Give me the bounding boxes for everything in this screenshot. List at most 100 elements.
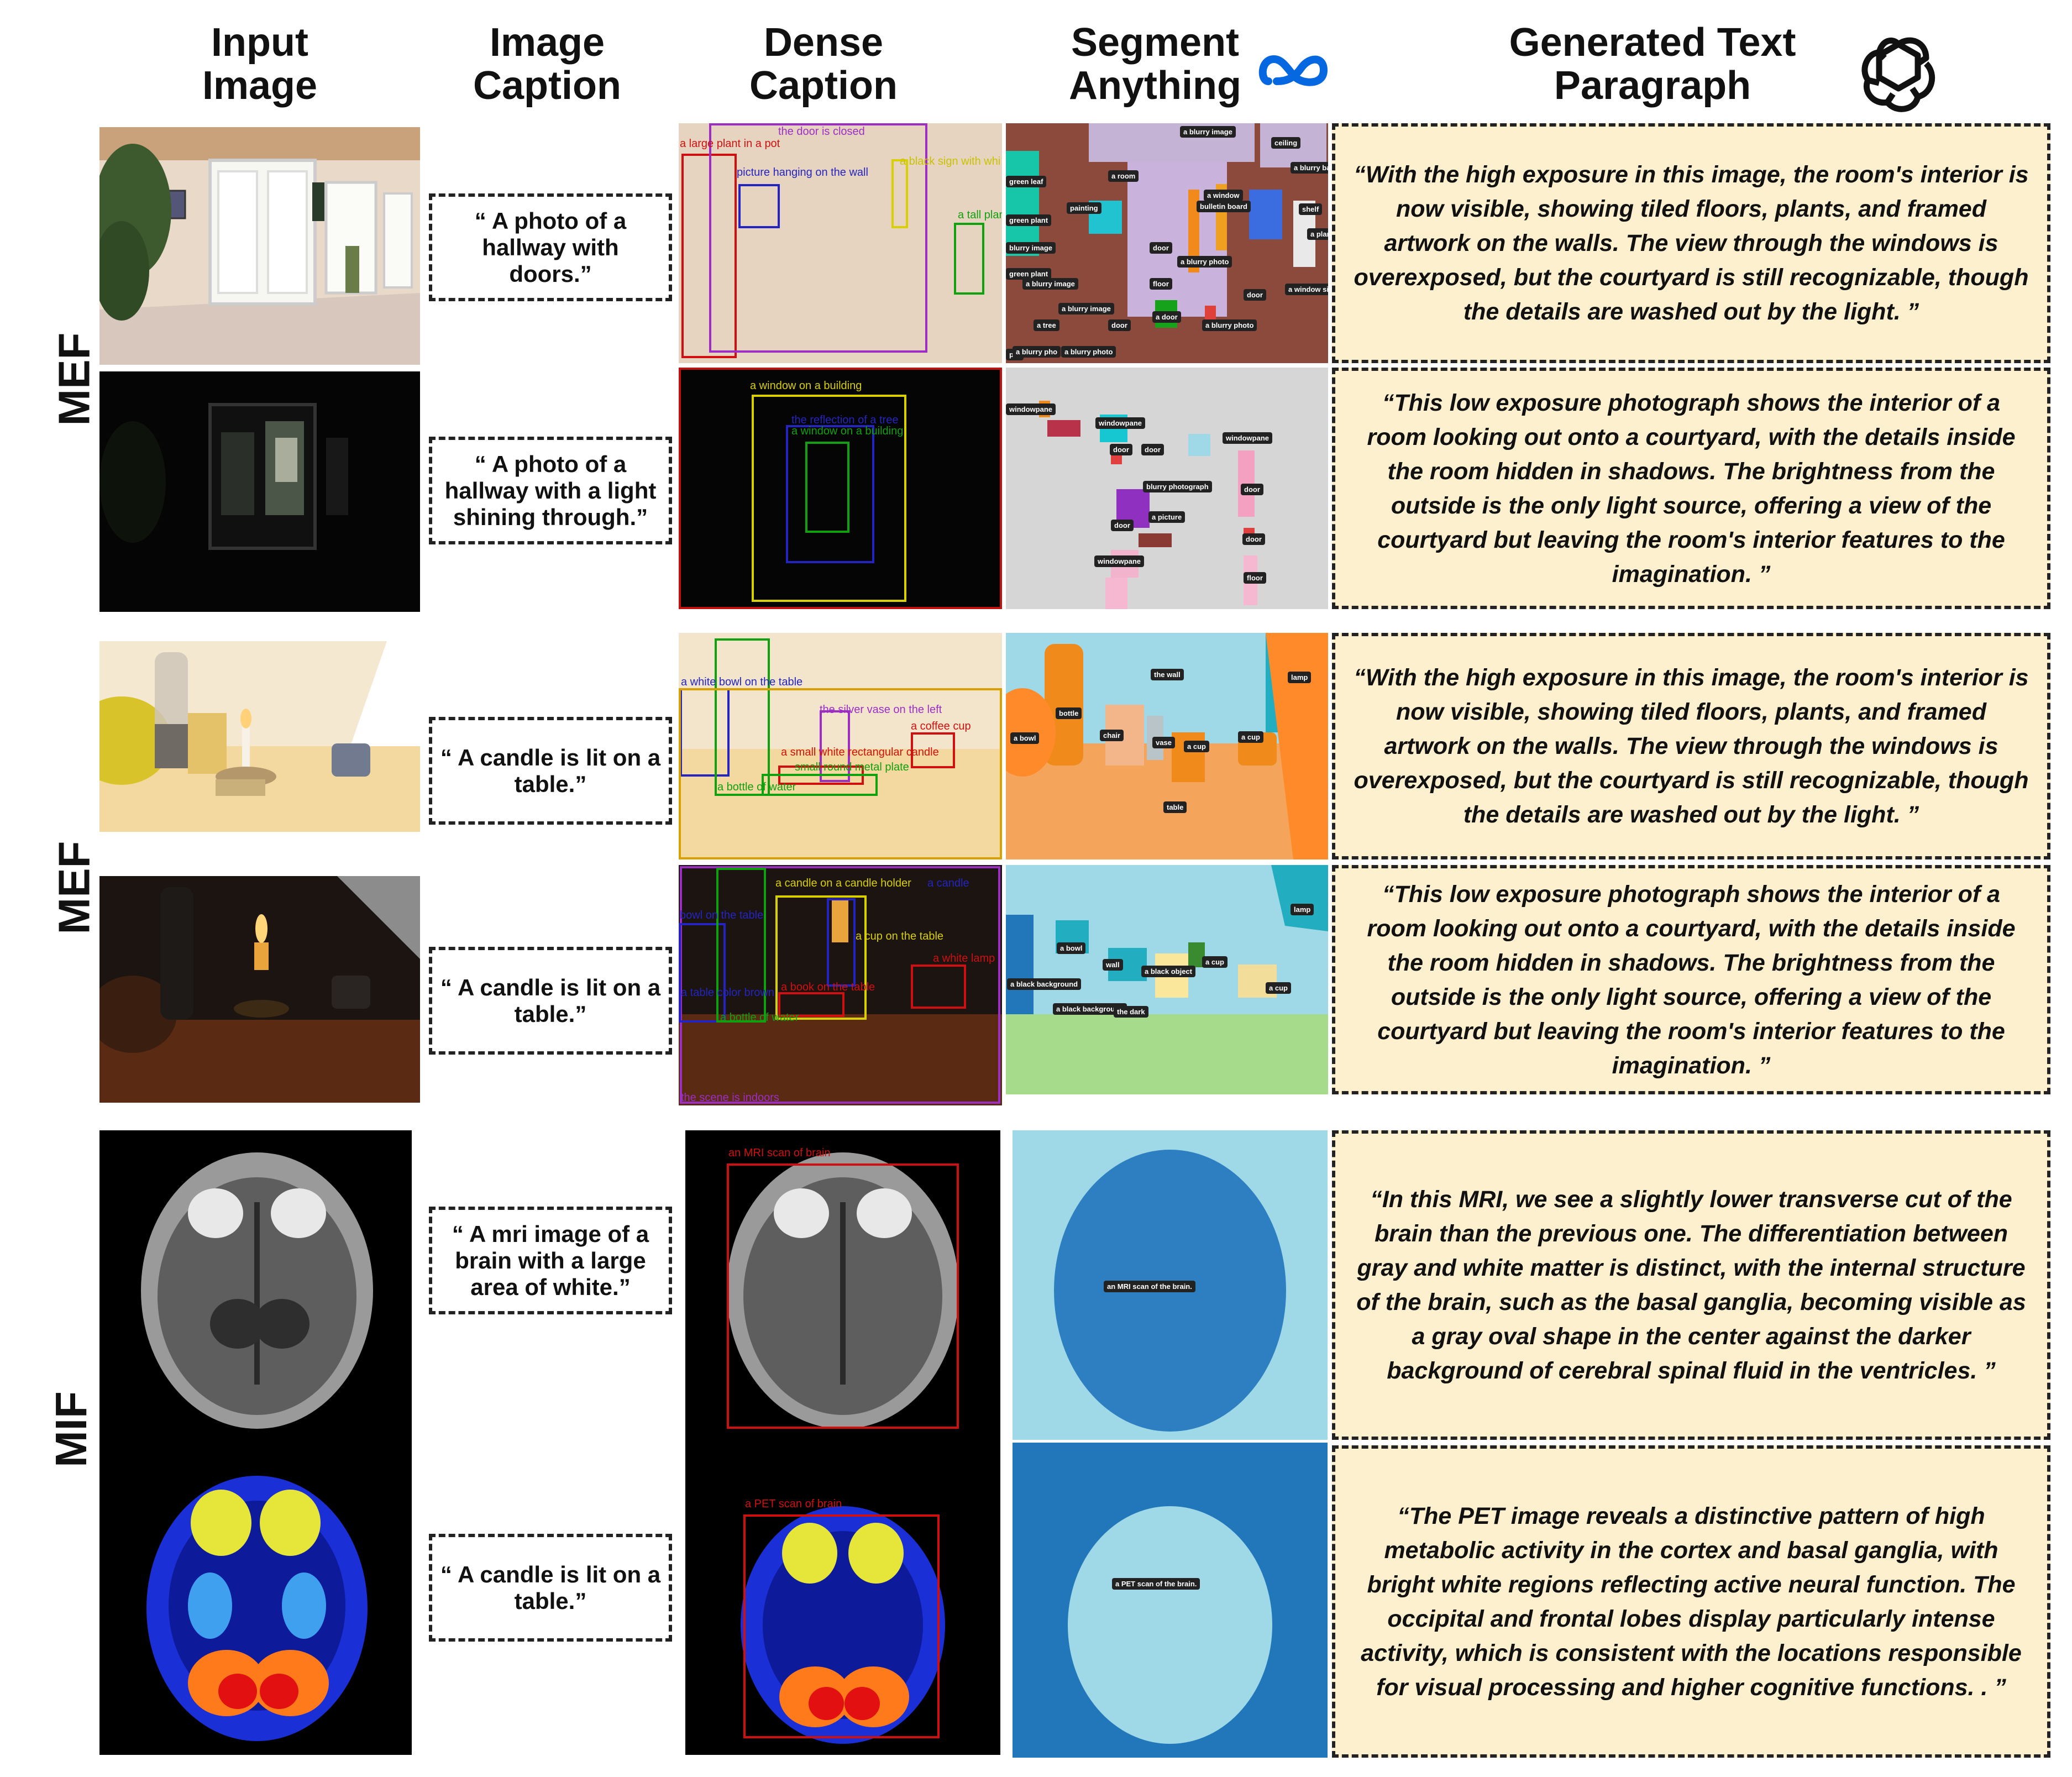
sam-tag: windowpane xyxy=(1006,403,1056,415)
sam-tag: a door xyxy=(1152,311,1181,323)
header-line: Dense xyxy=(763,20,884,65)
header-line: Input xyxy=(211,20,308,65)
sam-tag: a picture xyxy=(1148,511,1186,523)
sam-hallway-dark: windowpane windowpane windowpane door do… xyxy=(1006,368,1328,609)
candle-dark-photo xyxy=(99,876,420,1103)
dense-label: a large plant in a pot xyxy=(680,138,780,150)
sam-tag: green leaf xyxy=(1006,176,1047,187)
dense-label: a candle on a candle holder xyxy=(775,877,911,889)
sam-tag: a blurry pho xyxy=(1013,346,1061,358)
input-image-hallway-high-exposure xyxy=(99,127,420,365)
sam-tag: wall xyxy=(1103,959,1123,971)
dense-label: a cup on the table xyxy=(856,930,944,942)
bbox xyxy=(954,223,984,295)
header-line: Generated Text xyxy=(1509,20,1796,65)
dense-label: a book on the table xyxy=(781,981,875,993)
sam-pet: a PET scan of the brain. xyxy=(1013,1443,1328,1758)
table-surface xyxy=(679,1014,1002,1105)
openai-logo-icon xyxy=(1861,37,1935,112)
bbox xyxy=(679,923,726,1023)
caption-mri: “ A mri image of a brain with a large ar… xyxy=(429,1207,672,1314)
sam-tag: shelf xyxy=(1299,203,1323,215)
sam-tag: table xyxy=(1163,801,1187,813)
input-image-candle-low-exposure xyxy=(99,876,420,1103)
dense-label: a black sign with whi xyxy=(900,155,1001,167)
row-label-mif: MIF xyxy=(46,1391,96,1467)
dense-label: a candle xyxy=(927,877,969,889)
paragraph-mri: “In this MRI, we see a slightly lower tr… xyxy=(1332,1130,2050,1440)
paragraph-hallway-dark: “This low exposure photograph shows the … xyxy=(1332,368,2050,609)
bbox xyxy=(727,1163,959,1429)
sam-hallway-bright: a blurry image ceiling a blurry bac gree… xyxy=(1006,123,1328,363)
bbox xyxy=(738,184,780,228)
dense-caption-hallway-bright: a large plant in a pot the door is close… xyxy=(679,123,1002,363)
meta-logo-icon xyxy=(1258,55,1328,86)
sam-tag: door xyxy=(1110,444,1132,455)
sam-tag: floor xyxy=(1244,572,1266,584)
sam-tag: door xyxy=(1244,289,1266,301)
sam-tag: an MRI scan of the brain. xyxy=(1104,1281,1195,1292)
pet-photo xyxy=(99,1440,412,1755)
header-line: Caption xyxy=(473,64,621,108)
bbox xyxy=(762,774,878,796)
sam-tag: a cup xyxy=(1238,731,1263,743)
sam-tag: a cup xyxy=(1202,956,1228,968)
sam-tag: a black background xyxy=(1007,978,1082,990)
sam-tag: door xyxy=(1111,520,1134,531)
sam-tag: windowpane xyxy=(1094,555,1144,567)
dense-label: bowl on the table xyxy=(680,909,764,921)
header-generated-text: Generated Text Paragraph xyxy=(1470,21,1835,107)
dense-label: the door is closed xyxy=(778,125,865,138)
sam-mri: an MRI scan of the brain. xyxy=(1013,1130,1328,1440)
paragraph-hallway-bright: “With the high exposure in this image, t… xyxy=(1332,123,2050,363)
sam-tag: a room xyxy=(1108,170,1139,182)
hallway-dark-photo xyxy=(99,371,420,612)
dense-label: a coffee cup xyxy=(911,720,971,732)
bbox xyxy=(820,710,850,782)
sam-tag: blurry image xyxy=(1006,242,1056,254)
bbox xyxy=(716,868,766,1023)
dense-label: an MRI scan of brain xyxy=(728,1147,831,1159)
row-label-mef-2: MEF xyxy=(49,841,99,935)
header-line: Paragraph xyxy=(1554,64,1751,108)
sam-tag: a PET scan of the brain. xyxy=(1112,1578,1200,1590)
header-line: Image xyxy=(202,64,318,108)
sam-tag: lamp xyxy=(1291,904,1314,915)
sam-hallway-bright-masks xyxy=(1006,123,1326,328)
sam-tag: door xyxy=(1241,484,1263,495)
sam-tag: a blurry photo xyxy=(1202,319,1257,331)
sam-tag: green plant xyxy=(1006,214,1052,226)
dense-label: a white lamp xyxy=(933,952,995,964)
sam-tag: floor xyxy=(1150,278,1172,290)
dense-label: the silver vase on the left xyxy=(820,704,942,716)
bbox xyxy=(778,992,844,1017)
sam-tag: vase xyxy=(1152,737,1175,748)
caption-hallway-dark: “ A photo of a hallway with a light shin… xyxy=(429,437,672,544)
dense-label: a window on a building xyxy=(791,425,904,437)
sam-tag: bulletin board xyxy=(1197,201,1251,212)
sam-candle-dark: lamp a bowl wall a black object a cup a … xyxy=(1006,865,1328,1094)
dense-caption-mri: an MRI scan of brain xyxy=(685,1130,1000,1443)
dense-label: the scene is indoors xyxy=(681,1092,779,1104)
header-line: Caption xyxy=(749,64,898,108)
hallway-bright-photo xyxy=(99,127,420,365)
bbox xyxy=(805,442,849,533)
sam-tag: a black background xyxy=(1053,1003,1127,1015)
input-image-mri xyxy=(99,1130,412,1440)
sam-tag: chair xyxy=(1100,730,1124,741)
sam-tag: the dark xyxy=(1114,1006,1148,1018)
dense-caption-candle-dark: a candle on a candle holder a candle bow… xyxy=(679,865,1002,1105)
paragraph-candle-bright: “With the high exposure in this image, t… xyxy=(1332,633,2050,859)
sam-tag: lamp xyxy=(1288,672,1312,683)
header-input-image: Input Image xyxy=(188,21,332,107)
sam-tag: a blurry image xyxy=(1180,126,1236,138)
sam-tag: painting xyxy=(1067,202,1101,214)
pet-dense-photo xyxy=(741,1506,945,1744)
sam-tag: a blurry image xyxy=(1022,278,1078,290)
bbox xyxy=(911,964,966,1009)
dense-label: a bottle of water xyxy=(717,781,796,793)
sam-tag: green plant xyxy=(1006,268,1052,280)
sam-tag: a blurry photo xyxy=(1061,346,1116,358)
paragraph-candle-dark: “This low exposure photograph shows the … xyxy=(1332,865,2050,1094)
bbox xyxy=(911,732,955,768)
